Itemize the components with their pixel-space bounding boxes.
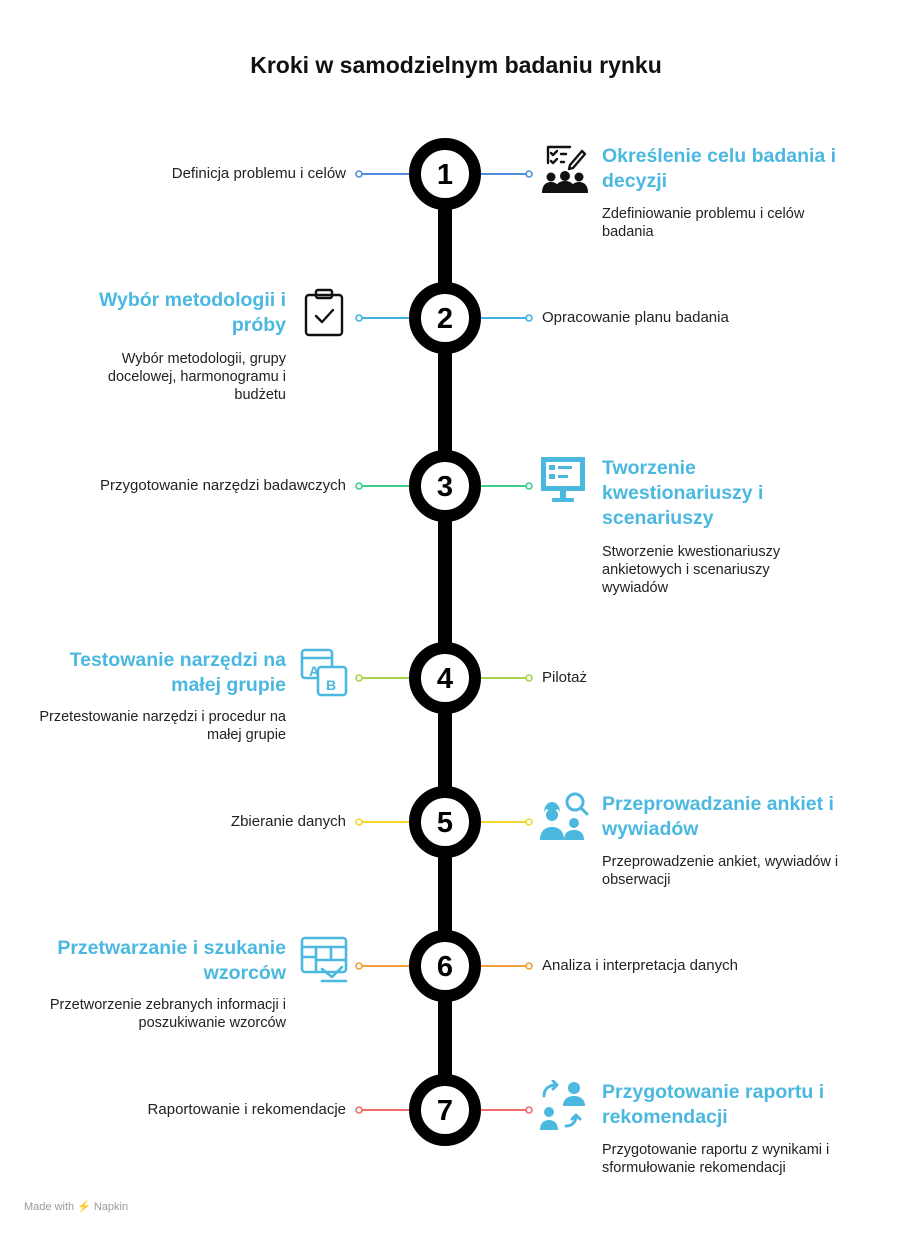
connector-dot-right <box>525 674 533 682</box>
connector-dot-left <box>355 1106 363 1114</box>
page-title: Kroki w samodzielnym badaniu rynku <box>250 52 662 78</box>
footer-made-with: Made with <box>24 1201 75 1213</box>
step-1-side-label: Definicja problemu i celów <box>171 165 346 182</box>
svg-text:B: B <box>326 677 336 693</box>
connector-dot-left <box>355 962 363 970</box>
connector-dot-right <box>525 170 533 178</box>
ab-test-icon: A B <box>300 648 348 697</box>
step-2-heading: Wybór metodologii i próby <box>98 289 286 336</box>
step-4-side-label: Pilotaż <box>542 669 588 686</box>
made-with-napkin-footer: Made with⚡Napkin <box>24 1200 128 1213</box>
connector-dot-right <box>525 1106 533 1114</box>
napkin-logo-icon: ⚡ <box>77 1201 91 1213</box>
step-4-heading: Testowanie narzędzi na małej grupie <box>69 649 286 696</box>
step-6-description: Przetworzenie zebranych informacji i pos… <box>49 997 286 1031</box>
step-4-number: 4 <box>437 663 453 695</box>
step-7-side-label: Raportowanie i rekomendacje <box>147 1101 346 1118</box>
step-1-heading: Określenie celu badania i decyzji <box>602 145 837 192</box>
survey-team-icon <box>542 145 588 193</box>
step-3-side-label: Przygotowanie narzędzi badawczych <box>100 477 346 494</box>
timeline-segment <box>438 353 452 451</box>
step-5-side-label: Zbieranie danych <box>230 813 346 830</box>
timeline-segment <box>438 857 452 931</box>
step-3-heading: Tworzenie kwestionariuszy i scenariuszy <box>602 457 764 529</box>
step-1-number: 1 <box>437 159 453 191</box>
table-analysis-icon <box>300 936 348 983</box>
svg-text:A: A <box>309 663 319 679</box>
step-2-circle <box>409 282 481 354</box>
step-3-number: 3 <box>437 471 453 503</box>
step-4-circle <box>409 642 481 714</box>
step-3-description: Stworzenie kwestionariuszy ankietowych i… <box>602 544 781 596</box>
step-3-circle <box>409 450 481 522</box>
connector-dot-left <box>355 674 363 682</box>
step-6-heading: Przetwarzanie i szukanie wzorców <box>57 937 286 984</box>
connector-dot-right <box>525 482 533 490</box>
timeline-segment <box>438 713 452 787</box>
timeline-segment <box>438 209 452 283</box>
step-1-circle <box>409 138 481 210</box>
people-exchange-icon <box>540 1080 585 1130</box>
step-6-side-label: Analiza i interpretacja danych <box>542 957 738 974</box>
step-7-circle <box>409 1074 481 1146</box>
step-2-number: 2 <box>437 303 453 335</box>
connector-dot-left <box>355 482 363 490</box>
step-6-number: 6 <box>437 951 453 983</box>
connector-dot-right <box>525 818 533 826</box>
step-4-description: Przetestowanie narzędzi i procedur na ma… <box>39 709 286 743</box>
footer-brand: Napkin <box>93 1201 129 1213</box>
connector-dot-left <box>355 170 363 178</box>
connector-dot-right <box>525 962 533 970</box>
step-7-number: 7 <box>437 1095 453 1127</box>
step-2-side-label: Opracowanie planu badania <box>542 309 729 326</box>
step-5-number: 5 <box>437 807 453 839</box>
connector-dot-left <box>355 818 363 826</box>
step-7-description: Przygotowanie raportu z wynikami i sform… <box>602 1142 830 1176</box>
step-5-circle <box>409 786 481 858</box>
step-7-heading: Przygotowanie raportu i rekomendacji <box>602 1081 825 1128</box>
clipboard-check-icon <box>304 288 344 337</box>
step-5-description: Przeprowadzenie ankiet, wywiadów i obser… <box>602 854 839 888</box>
connector-dot-left <box>355 314 363 322</box>
monitor-form-icon <box>541 457 585 502</box>
connector-dot-right <box>525 314 533 322</box>
people-search-icon <box>540 792 589 840</box>
step-1-description: Zdefiniowanie problemu i celów badania <box>602 206 805 240</box>
step-2-description: Wybór metodologii, grupy docelowej, harm… <box>107 351 286 403</box>
step-5-heading: Przeprowadzanie ankiet i wywiadów <box>602 793 834 840</box>
step-6-circle <box>409 930 481 1002</box>
timeline-segment <box>438 521 452 643</box>
timeline-segment <box>438 1001 452 1075</box>
